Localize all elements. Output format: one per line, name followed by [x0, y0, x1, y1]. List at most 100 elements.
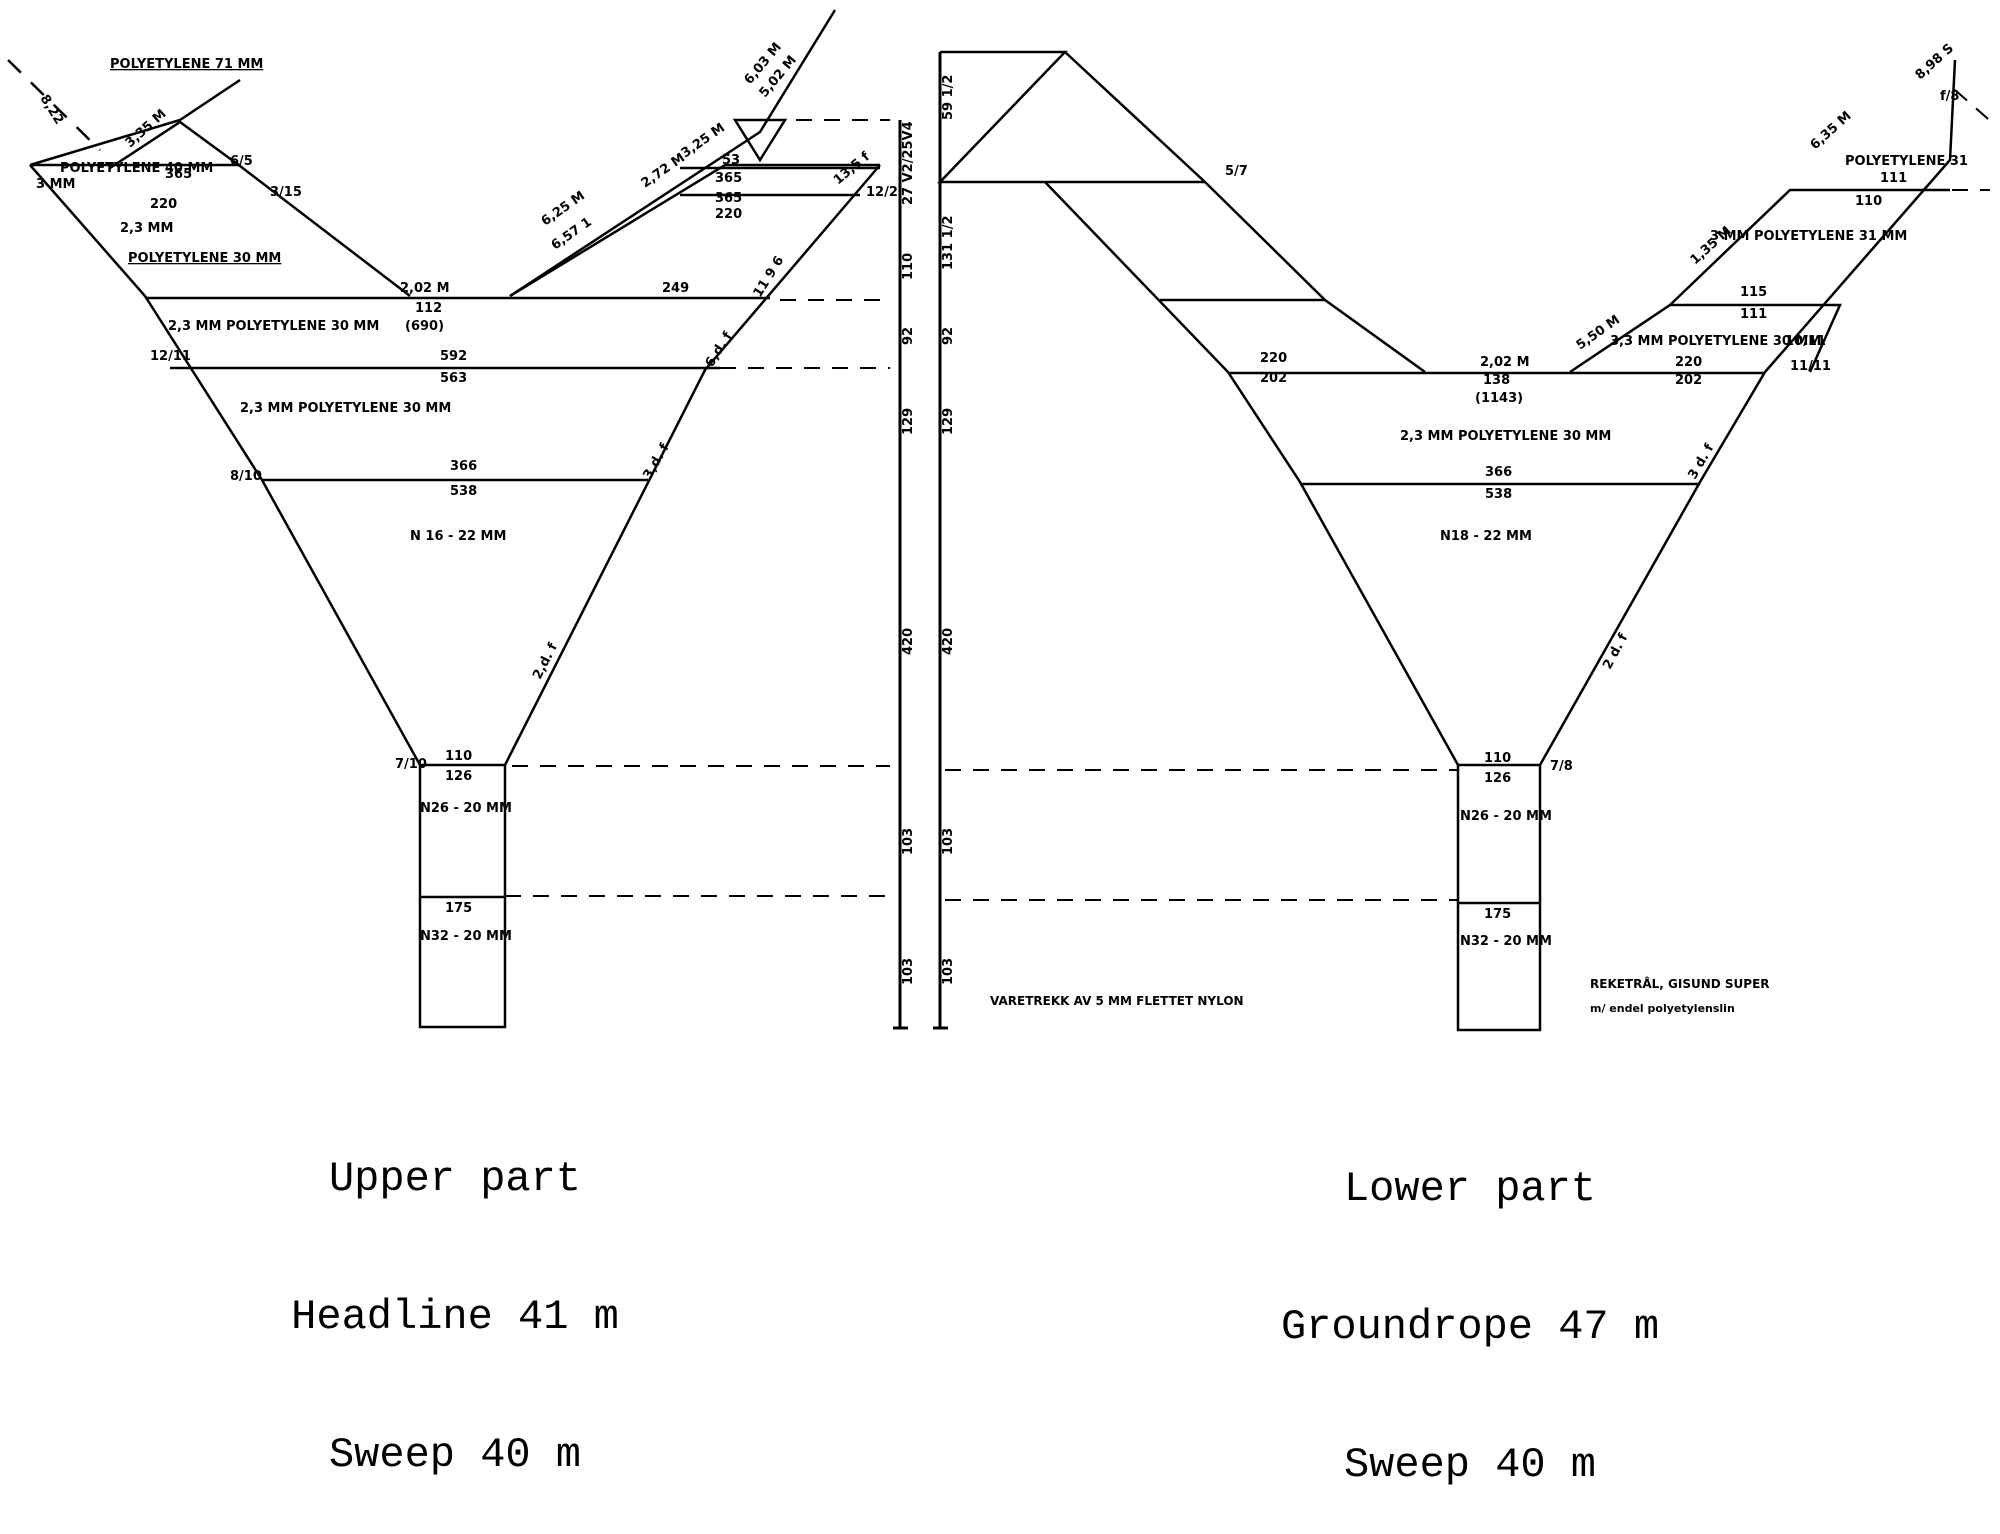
label-l-poly3: POLYETYLENE 31: [1845, 154, 1968, 169]
label-l-n32: N32 - 20 MM: [1460, 934, 1552, 949]
label-23mm: 2,3 MM: [120, 221, 173, 236]
label-l220b: 220: [1675, 355, 1702, 370]
label-220b: 220: [715, 207, 742, 222]
label-l11: 11/11: [1790, 359, 1831, 374]
label-325: 3,25 M: [679, 121, 728, 162]
label-l138: 138: [1483, 373, 1510, 388]
scale-a-6: 103: [901, 958, 916, 985]
label-365b: 365: [715, 171, 742, 186]
scale-labels: 27 V2/25V4 110 92 129 420 103 103 59 1/2…: [901, 75, 956, 985]
scale-a-1: 110: [901, 253, 916, 280]
upper-caption-line-2: Headline 41 m: [291, 1293, 619, 1341]
label-6-5: 6/5: [230, 154, 253, 169]
lower-top-edge: [1064, 51, 1426, 374]
label-365c: 365: [715, 191, 742, 206]
upper-right-line: [509, 9, 837, 298]
label-122: 12/2: [866, 185, 898, 200]
label-l-row: 2,3 MM POLYETYLENE 30 MM: [1400, 429, 1611, 444]
label-720: 7/10: [395, 757, 427, 772]
upper-right-triangle: [732, 118, 788, 163]
lower-top-triangle: [937, 50, 1205, 184]
scale-b-1: 131 1/2: [941, 215, 956, 270]
label-l-note2: m/ endel polyetylenslin: [1590, 1002, 1735, 1015]
label-3d: 3,d. f: [640, 441, 672, 482]
label-l1143: (1143): [1475, 391, 1523, 406]
scale-b-4: 420: [941, 628, 956, 655]
label-l202m: 2,02 M: [1480, 355, 1530, 370]
label-365: 365: [165, 167, 192, 182]
scale-a-5: 103: [901, 828, 916, 855]
upper-guides: [505, 119, 890, 897]
scale-a-3: 129: [901, 408, 916, 435]
scale-b-2: 92: [941, 327, 956, 345]
label-366: 366: [450, 459, 477, 474]
label-822: 8,22: [37, 92, 67, 127]
label-body: N 16 - 22 MM: [410, 529, 506, 544]
label-l202b: 202: [1675, 373, 1702, 388]
label-6d: 6,d. f: [703, 329, 736, 370]
net-drawing: POLYETYLENE 71 MM POLYETYLENE 40 MM 3 MM…: [7, 9, 1996, 1032]
label-l-frac: f/8: [1940, 89, 1959, 104]
label-l111: 111: [1880, 171, 1907, 186]
label-12-11: 12/11: [150, 349, 191, 364]
label-592: 592: [440, 349, 467, 364]
lower-caption: Lower part Groundrope 47 m Sweep 40 m: [1250, 1074, 1690, 1534]
label-3-15: 3/15: [270, 185, 302, 200]
label-l898: 8,98 S: [1913, 41, 1957, 83]
label-f175: 175: [445, 901, 472, 916]
scale-a-0: 27 V2/25V4: [901, 121, 916, 205]
scale-b-5: 103: [941, 828, 956, 855]
label-l110b: 110: [1855, 194, 1882, 209]
label-l202: 202: [1260, 371, 1287, 386]
lower-caption-line-2: Groundrope 47 m: [1280, 1303, 1660, 1351]
label-l110: 110: [1484, 751, 1511, 766]
lower-labels: 5/7 220 202 2,02 M 138 (1143) 220 202 11…: [1225, 41, 1968, 1015]
scale-a-2: 92: [901, 327, 916, 345]
upper-top-triangle: [109, 120, 411, 297]
upper-labels: POLYETYLENE 71 MM POLYETYLENE 40 MM 3 MM…: [36, 40, 898, 944]
label-l-note1: REKETRÅL, GISUND SUPER: [1590, 976, 1770, 991]
note-center: VARETREKK AV 5 MM FLETTET NYLON: [990, 994, 1244, 1008]
label-563: 563: [440, 371, 467, 386]
upper-poly-bracket: [29, 78, 241, 167]
scale-a-4: 420: [901, 628, 916, 655]
label-112: 112: [415, 301, 442, 316]
label-n26: N26 - 20 MM: [420, 801, 512, 816]
upper-caption-line-1: Upper part: [328, 1155, 582, 1203]
label-220: 220: [150, 197, 177, 212]
label-8-10: 8/10: [230, 469, 262, 484]
label-l7-8: 7/8: [1550, 759, 1573, 774]
lower-caption-line-3: Sweep 40 m: [1343, 1441, 1597, 1489]
upper-right-wing: [509, 163, 880, 298]
label-l126: 126: [1484, 771, 1511, 786]
lower-caption-line-1: Lower part: [1343, 1165, 1597, 1213]
scale-bars: [893, 52, 948, 1030]
lower-right-wing: [1569, 303, 1842, 374]
label-l175: 175: [1484, 907, 1511, 922]
label-249: 249: [662, 281, 689, 296]
lower-right-line: [1764, 59, 1957, 373]
label-f110: 110: [445, 749, 472, 764]
label-690: (690): [405, 319, 444, 334]
scale-b-0: 59 1/2: [941, 75, 956, 120]
upper-left-leg: [7, 59, 101, 151]
lower-guides: [940, 51, 1996, 901]
label-poly-30a: POLYETYLENE 30 MM: [128, 251, 281, 266]
label-l111b: 111: [1740, 307, 1767, 322]
label-row-2b: 2,3 MM POLYETYLENE 30 MM: [240, 401, 451, 416]
scale-b-6: 103: [941, 958, 956, 985]
label-l538: 538: [1485, 487, 1512, 502]
label-row-2a: 2,3 MM POLYETYLENE 30 MM: [168, 319, 379, 334]
label-l-body: N18 - 22 MM: [1440, 529, 1532, 544]
label-f126: 126: [445, 769, 472, 784]
label-l-poly2: 3,3 MM POLYETYLENE 30 MM: [1610, 334, 1821, 349]
lower-codend: [1456, 763, 1542, 1032]
lower-right-side: [1538, 371, 1767, 766]
label-l115: 115: [1740, 285, 1767, 300]
upper-outline: [7, 9, 881, 1029]
label-l5-7: 5/7: [1225, 164, 1248, 179]
label-l10-11: 10/11: [1785, 334, 1826, 349]
label-3mm: 3 MM: [36, 177, 75, 192]
label-l366: 366: [1485, 465, 1512, 480]
label-l635: 6,35 M: [1808, 109, 1855, 153]
